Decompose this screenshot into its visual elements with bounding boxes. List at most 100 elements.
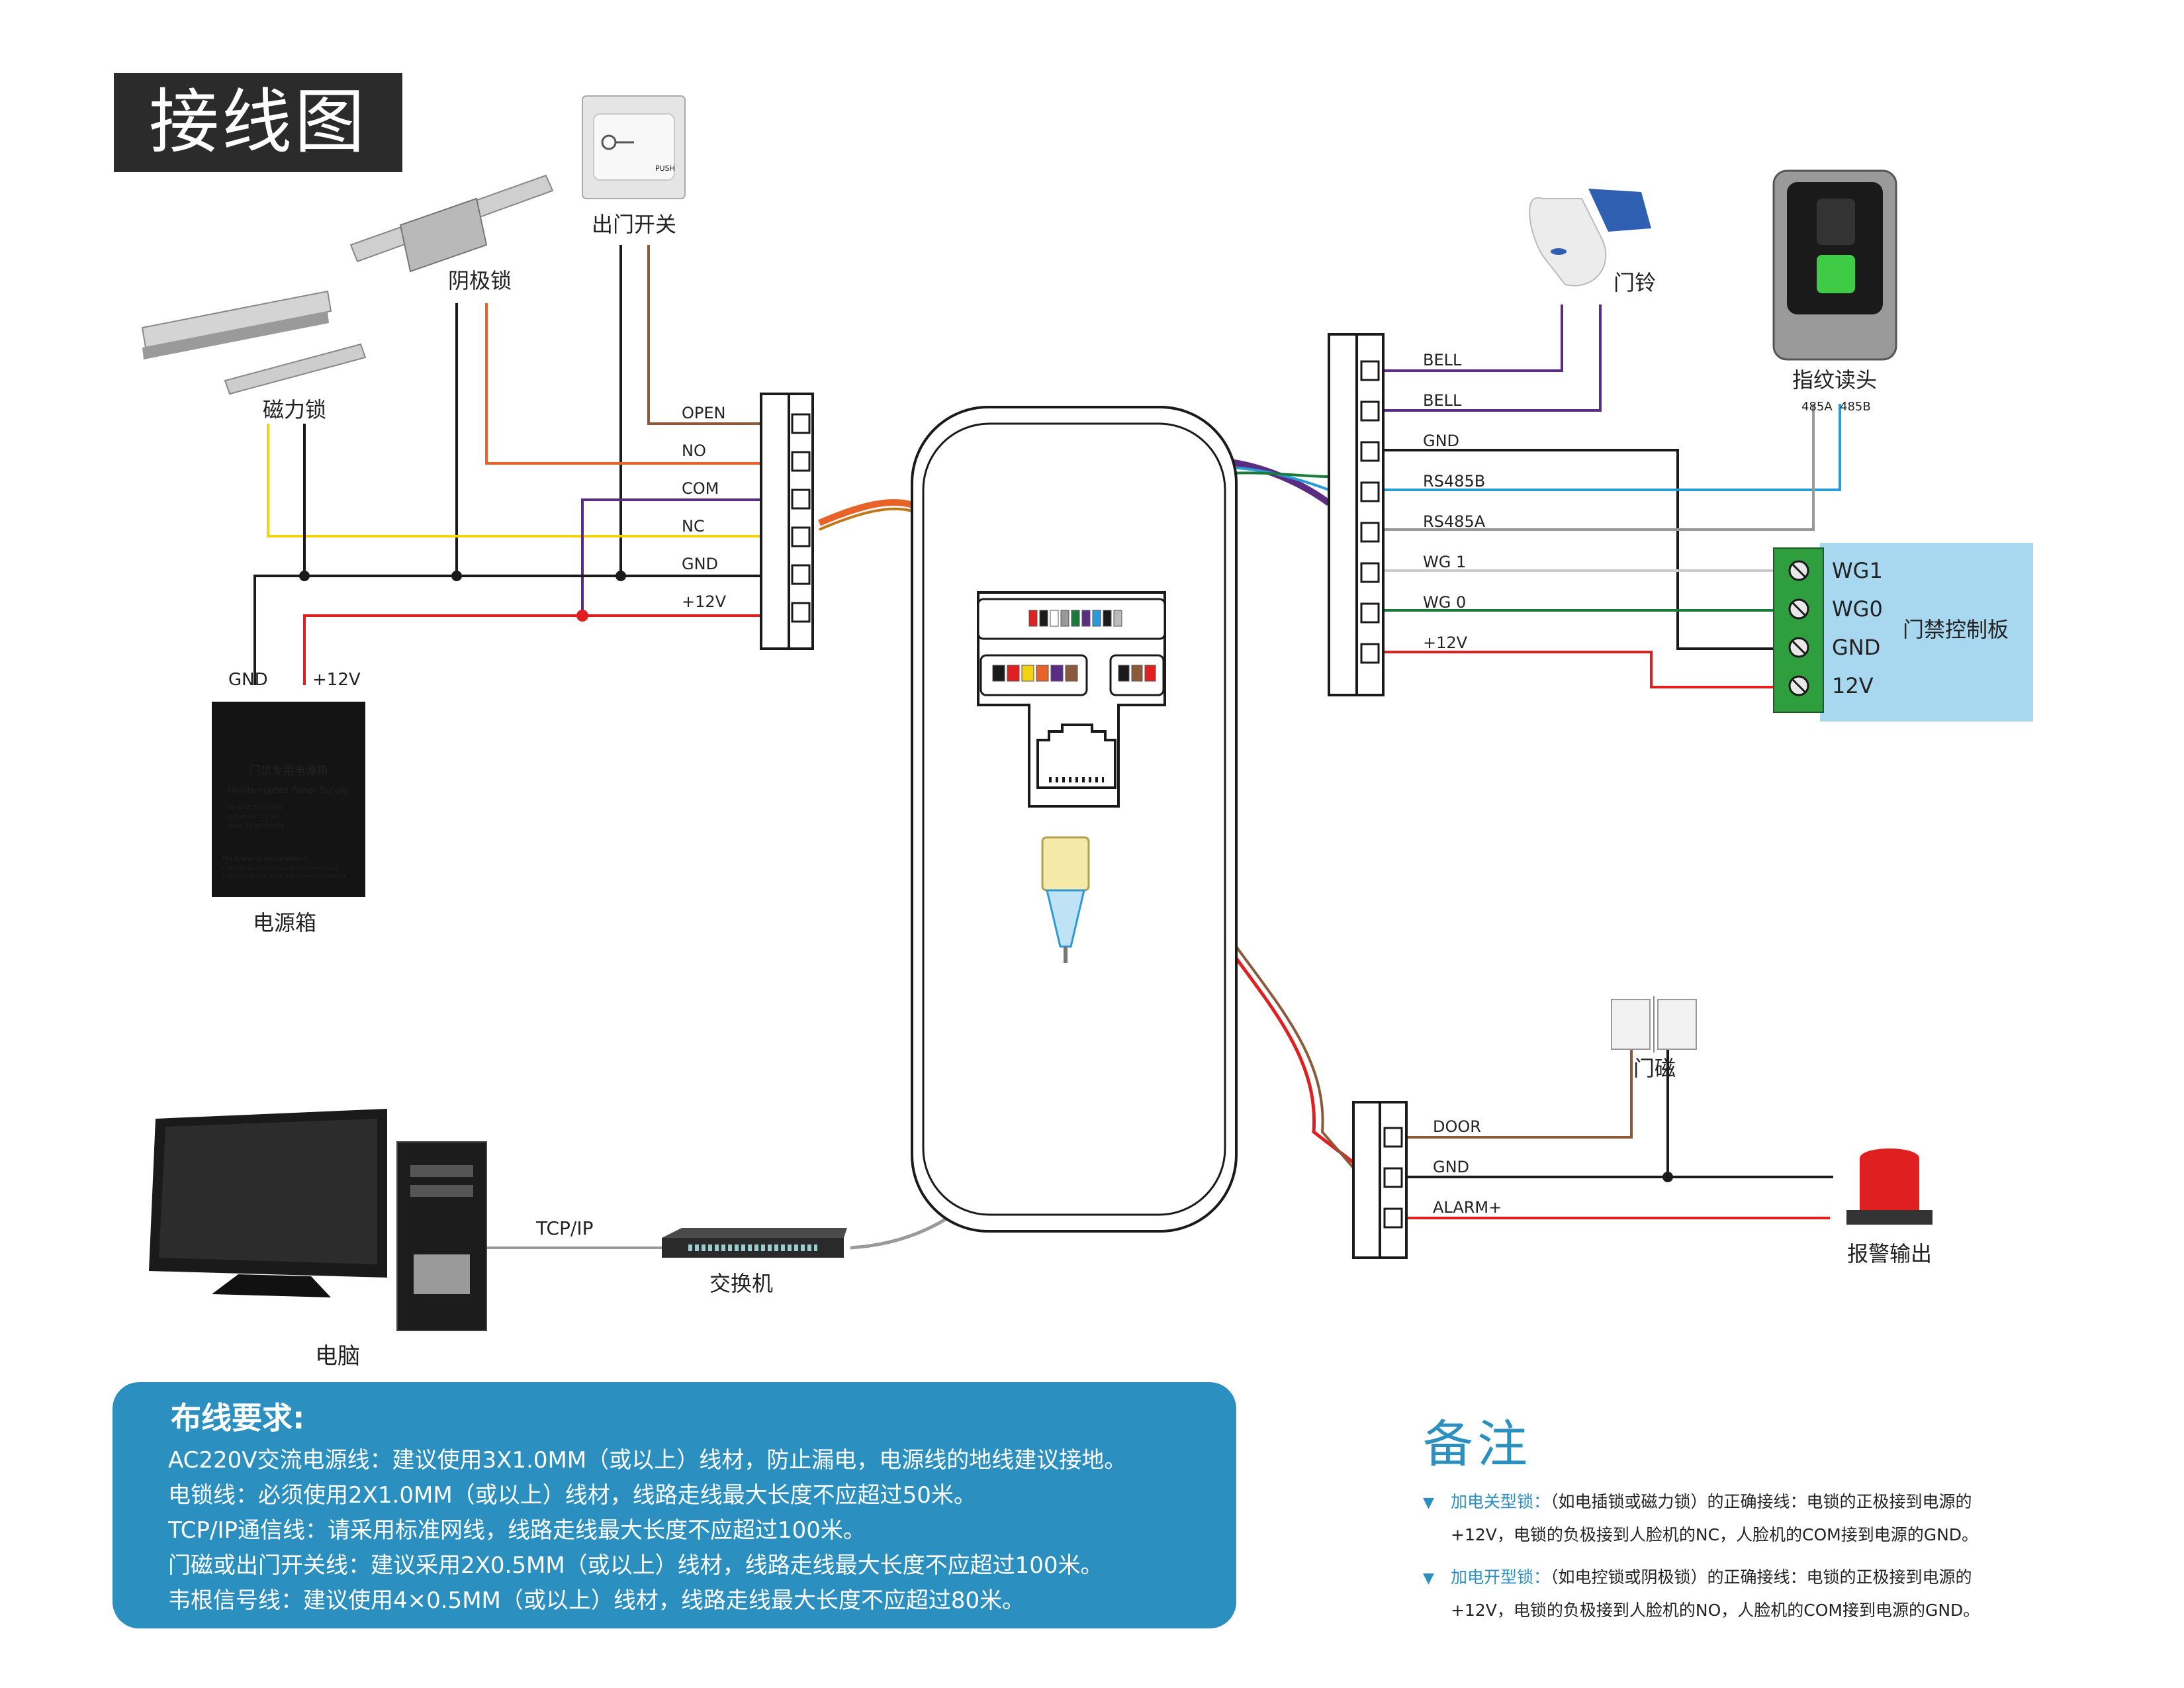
mag-lock-bar bbox=[141, 290, 332, 349]
note-label: 加电开型锁： bbox=[1451, 1568, 1551, 1587]
connector-pin bbox=[1144, 665, 1156, 682]
alarm-terminal-slot bbox=[1383, 1167, 1403, 1188]
connector-pin bbox=[1113, 610, 1122, 627]
wire-12v-right bbox=[1383, 651, 1774, 688]
junction-gnd-exit bbox=[615, 571, 626, 581]
connector-pin bbox=[1065, 665, 1078, 682]
right-terminal-slot bbox=[1360, 481, 1380, 502]
exit-button-device: PUSH bbox=[582, 95, 686, 199]
door-sensor-right bbox=[1657, 999, 1697, 1050]
power-box-spec3: Model: FC-803A/003A bbox=[227, 823, 285, 829]
reader-top-cap bbox=[1817, 199, 1855, 245]
requirement-line: 韦根信号线：建议使用4×0.5MM（或以上）线材，线路走线最大长度不应超过80米… bbox=[168, 1587, 1025, 1614]
left-terminal-outer bbox=[760, 393, 790, 650]
right-terminal-pin-label: GND bbox=[1423, 432, 1459, 450]
note-text: +12V，电锁的负极接到人脸机的NO，人脸机的COM接到电源的GND。 bbox=[1451, 1601, 1980, 1620]
left-terminal-slot bbox=[791, 413, 811, 434]
alarm-device bbox=[1846, 1149, 1933, 1225]
right-terminal-slot bbox=[1360, 562, 1380, 583]
wire-exit-button-open bbox=[647, 245, 761, 425]
doorbell-device bbox=[1529, 189, 1651, 287]
left-terminal-pin-label: GND bbox=[682, 555, 718, 573]
right-terminal-pin-label: WG 0 bbox=[1423, 593, 1466, 612]
controller-pin-label: GND bbox=[1832, 635, 1880, 660]
note-text: （如电插锁或磁力锁）的正确接线：电锁的正极接到电源的 bbox=[1550, 1492, 1972, 1511]
reader-485a: 485A bbox=[1801, 400, 1833, 414]
rj45-port bbox=[1036, 724, 1116, 789]
alarm-label: 报警输出 bbox=[1847, 1241, 1932, 1266]
alarm-terminal-slot bbox=[1383, 1207, 1403, 1229]
wire-door bbox=[1406, 1033, 1633, 1139]
note-text: （如电控锁或阴极锁）的正确接线：电锁的正极接到电源的 bbox=[1550, 1568, 1972, 1587]
pc-front-panel bbox=[414, 1254, 470, 1294]
power-box-spec1: Input: AC 220V 50Hz bbox=[227, 804, 282, 810]
wire-bell-2 bbox=[1383, 305, 1602, 412]
doorbell-body bbox=[1529, 197, 1607, 287]
left-terminal-slot bbox=[791, 489, 811, 510]
exit-button-label: 出门开关 bbox=[592, 212, 676, 237]
controller-board bbox=[1820, 543, 2033, 722]
left-terminal-pin-label: +12V bbox=[682, 592, 727, 611]
alarm-terminal-pin-label: GND bbox=[1433, 1158, 1469, 1176]
doorbell-top bbox=[1588, 189, 1651, 232]
door-sensor-left bbox=[1611, 999, 1651, 1050]
right-terminal-slot bbox=[1360, 360, 1380, 381]
screw-slot bbox=[1791, 639, 1807, 655]
connector-pin bbox=[1118, 665, 1130, 682]
exit-button-push: PUSH bbox=[655, 164, 675, 173]
connector-pin bbox=[1021, 665, 1034, 682]
screw-slot bbox=[1791, 601, 1807, 617]
wires bbox=[253, 245, 1841, 1250]
doorbell-led bbox=[1551, 248, 1567, 255]
alarm-terminal-pin-label: DOOR bbox=[1433, 1117, 1481, 1136]
strike-lock-device bbox=[349, 174, 554, 273]
notes-title: 备注 bbox=[1423, 1415, 1531, 1474]
controller-pin-label: WG1 bbox=[1832, 558, 1883, 583]
computer-label: 电脑 bbox=[315, 1343, 360, 1370]
right-terminal-pin-label: WG 1 bbox=[1423, 553, 1466, 571]
right-terminal-slot bbox=[1360, 400, 1380, 422]
door-sensor-label: 门磁 bbox=[1633, 1056, 1676, 1081]
computer-device bbox=[149, 1109, 487, 1331]
connector-pin bbox=[1036, 665, 1049, 682]
wiring-requirements-list: AC220V交流电源线：建议使用3X1.0MM（或以上）线材，防止漏电，电源线的… bbox=[168, 1443, 1126, 1618]
wire-rs485a bbox=[1383, 404, 1815, 531]
rj45-plug bbox=[1041, 836, 1090, 963]
right-terminal-slot bbox=[1360, 441, 1380, 462]
device-body-inner bbox=[922, 422, 1226, 1216]
tcpip-label: TCP/IP bbox=[535, 1217, 593, 1239]
left-terminal-slot bbox=[791, 564, 811, 585]
left-terminal-pin-label: COM bbox=[682, 479, 719, 498]
wiring-requirements-panel: 布线要求: AC220V交流电源线：建议使用3X1.0MM（或以上）线材，防止漏… bbox=[113, 1382, 1236, 1628]
right-terminal-slot bbox=[1360, 522, 1380, 543]
note-item: ▼ 加电关型锁：（如电插锁或磁力锁）的正确接线：电锁的正极接到电源的 +12V，… bbox=[1423, 1485, 2151, 1552]
left-terminal-pin-label: OPEN bbox=[682, 404, 725, 422]
junction-12v bbox=[576, 610, 588, 622]
requirement-line: 电锁线：必须使用2X1.0MM（或以上）线材，线路走线最大长度不应超过50米。 bbox=[168, 1482, 976, 1509]
door-sensor-device bbox=[1611, 996, 1697, 1053]
monitor-stand bbox=[212, 1274, 331, 1297]
device-body-outer bbox=[911, 406, 1238, 1233]
monitor-screen bbox=[159, 1119, 377, 1264]
power-box-label: 电源箱 bbox=[253, 910, 316, 935]
power-box-device: 门禁专用电源箱 Uninterrupted Power Supply Input… bbox=[212, 702, 365, 897]
power-box-body bbox=[212, 702, 365, 897]
requirement-line: TCP/IP通信线：请采用标准网线，线路走线最大长度不应超过100米。 bbox=[168, 1517, 866, 1544]
junction-gnd-door bbox=[1662, 1172, 1673, 1182]
left-terminal-pin-label: NC bbox=[682, 517, 705, 536]
wire-mag-lock-pos bbox=[267, 424, 761, 538]
rj45-plug-body bbox=[1041, 836, 1090, 892]
junction-gnd-strike bbox=[451, 571, 462, 581]
fingerprint-reader-label: 指纹读头 bbox=[1792, 367, 1877, 393]
note-label: 加电关型锁： bbox=[1451, 1492, 1551, 1511]
power-12v-label: +12V bbox=[312, 670, 361, 690]
alarm-terminal-slot bbox=[1383, 1127, 1403, 1148]
junctions bbox=[299, 571, 1673, 1182]
controller-pin-label: 12V bbox=[1832, 673, 1874, 698]
connector-pin bbox=[1039, 610, 1048, 627]
